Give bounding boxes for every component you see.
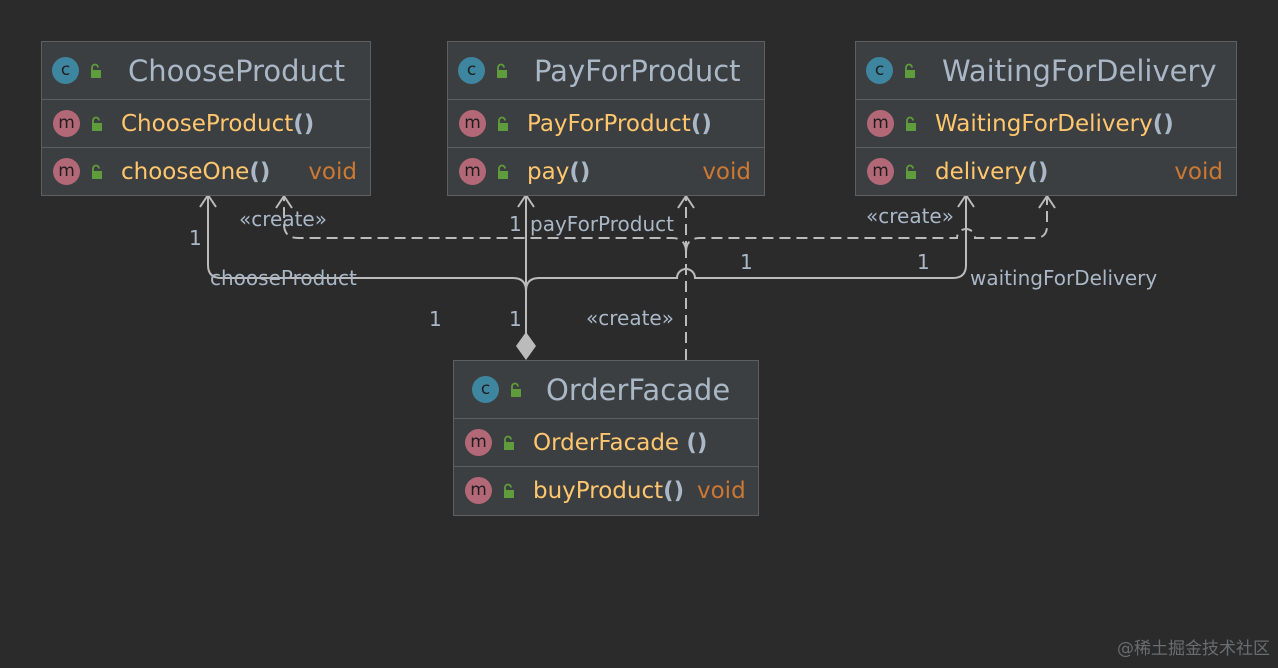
parameter-parens: () [293,110,315,137]
class-icon: c [472,375,499,403]
multiplicity-left-one: 1 [429,307,442,331]
method-icon: m [465,428,492,456]
constructor-name: OrderFacade [533,429,687,456]
class-icon: c [52,56,79,84]
method-row[interactable]: m chooseOne() void [42,148,370,196]
class-header: c OrderFacade [454,361,758,419]
class-icon: c [458,56,485,84]
multiplicity-mid-one: 1 [509,307,522,331]
class-choose-product[interactable]: c ChooseProduct m ChooseProduct() m choo… [41,41,371,196]
create-label-facade: «create» [586,306,674,330]
public-lock-icon [906,116,916,131]
method-icon: m [867,109,894,137]
parameter-parens: () [690,110,712,137]
constructor-row[interactable]: m ChooseProduct() [42,100,370,148]
multiplicity-right-a: 1 [740,250,753,274]
create-line-waiting [685,196,1048,253]
field-label-choose-product: chooseProduct [210,266,357,290]
constructor-signature: ChooseProduct() [121,111,314,137]
create-line-choose [283,196,687,253]
return-type: void [1174,159,1223,185]
method-name: buyProduct [533,478,664,504]
class-header: c PayForProduct [448,42,764,100]
method-signature: chooseOne() [121,159,270,185]
parameter-parens: () [1152,110,1174,137]
method-signature: delivery() [935,159,1048,185]
composition-diamond-icon [516,332,536,360]
public-lock-icon [504,483,514,498]
method-name: chooseOne [121,159,250,185]
class-header: c ChooseProduct [42,42,370,100]
method-icon: m [459,109,486,137]
constructor-signature: OrderFacade () [533,430,707,456]
multiplicity-pay-target: 1 [509,212,522,236]
method-name: delivery [935,159,1028,185]
constructor-name: PayForProduct [527,110,691,137]
method-name: pay [527,159,570,185]
parameter-parens: () [663,478,685,504]
public-lock-icon [498,116,508,131]
method-row[interactable]: m pay() void [448,148,764,196]
return-type: void [697,478,746,504]
method-icon: m [459,158,486,185]
public-lock-icon [511,382,521,397]
class-header: c WaitingForDelivery [856,42,1236,100]
method-icon: m [53,158,80,185]
public-lock-icon [92,116,102,131]
constructor-signature: WaitingForDelivery() [935,111,1174,137]
field-label-pay-for-product: payForProduct [530,212,674,236]
method-row[interactable]: m delivery() void [856,148,1236,196]
parameter-parens: () [249,159,271,185]
method-row[interactable]: m buyProduct() void [454,467,758,515]
method-icon: m [867,158,894,185]
public-lock-icon [497,63,507,78]
parameter-parens: () [569,159,591,185]
return-type: void [308,159,357,185]
return-type: void [702,159,751,185]
class-order-facade[interactable]: c OrderFacade m OrderFacade () m buyProd… [453,360,759,516]
constructor-signature: PayForProduct() [527,111,712,137]
class-waiting-for-delivery[interactable]: c WaitingForDelivery m WaitingForDeliver… [855,41,1237,196]
public-lock-icon [498,164,508,179]
method-icon: m [465,477,492,504]
constructor-name: WaitingForDelivery [935,110,1153,137]
create-label-waiting: «create» [866,204,954,228]
public-lock-icon [91,63,101,78]
watermark: @稀土掘金技术社区 [1117,639,1270,659]
parameter-parens: () [1027,159,1049,185]
class-pay-for-product[interactable]: c PayForProduct m PayForProduct() m pay(… [447,41,765,196]
class-name: ChooseProduct [128,53,346,88]
class-name: PayForProduct [534,53,741,88]
method-signature: pay() [527,159,590,185]
constructor-row[interactable]: m OrderFacade () [454,419,758,467]
public-lock-icon [92,164,102,179]
association-line-waiting [525,195,967,292]
field-label-waiting-for-delivery: waitingForDelivery [970,266,1158,290]
open-arrow-icon [1038,194,1056,209]
open-arrow-icon [275,194,293,209]
method-signature: buyProduct() [533,478,684,504]
constructor-row[interactable]: m WaitingForDelivery() [856,100,1236,148]
open-arrow-icon [677,194,695,209]
class-icon: c [866,56,893,84]
constructor-name: ChooseProduct [121,110,294,137]
multiplicity-choose-target: 1 [189,226,202,250]
public-lock-icon [504,435,514,450]
create-label-choose: «create» [239,207,327,231]
class-name: WaitingForDelivery [942,53,1217,88]
method-icon: m [53,109,80,137]
multiplicity-right-b: 1 [917,250,930,274]
constructor-row[interactable]: m PayForProduct() [448,100,764,148]
public-lock-icon [906,164,916,179]
parameter-parens: () [686,429,708,456]
public-lock-icon [905,63,915,78]
class-name: OrderFacade [546,372,731,407]
